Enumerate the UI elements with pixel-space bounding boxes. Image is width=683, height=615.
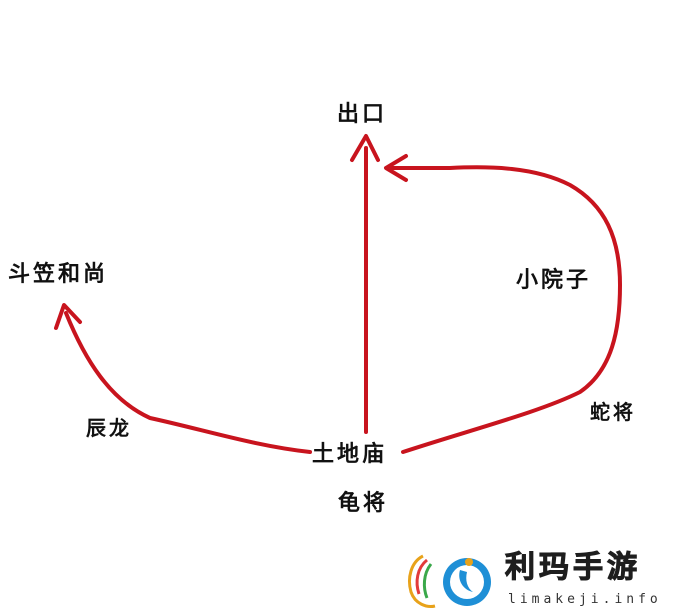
watermark-url: limakeji.info — [508, 592, 662, 607]
courtyard-label: 小院子 — [516, 268, 592, 293]
watermark-title: 利玛手游 — [505, 550, 641, 585]
arrowhead-monk — [54, 303, 82, 330]
route-temple-to-courtyard-loop — [390, 165, 623, 454]
dragon-label: 辰龙 — [86, 416, 132, 440]
temple-label: 土地庙 — [312, 442, 388, 467]
arrowhead-exit-up — [350, 134, 380, 162]
watermark-logo-icon — [408, 554, 491, 608]
snake-general-label: 蛇将 — [590, 400, 636, 424]
exit-label: 出口 — [337, 102, 388, 127]
monk-label: 斗笠和尚 — [8, 262, 109, 287]
turtle-general-label: 龟将 — [338, 491, 389, 516]
route-temple-to-monk — [64, 311, 312, 454]
arrowhead-courtyard-return — [384, 154, 408, 182]
